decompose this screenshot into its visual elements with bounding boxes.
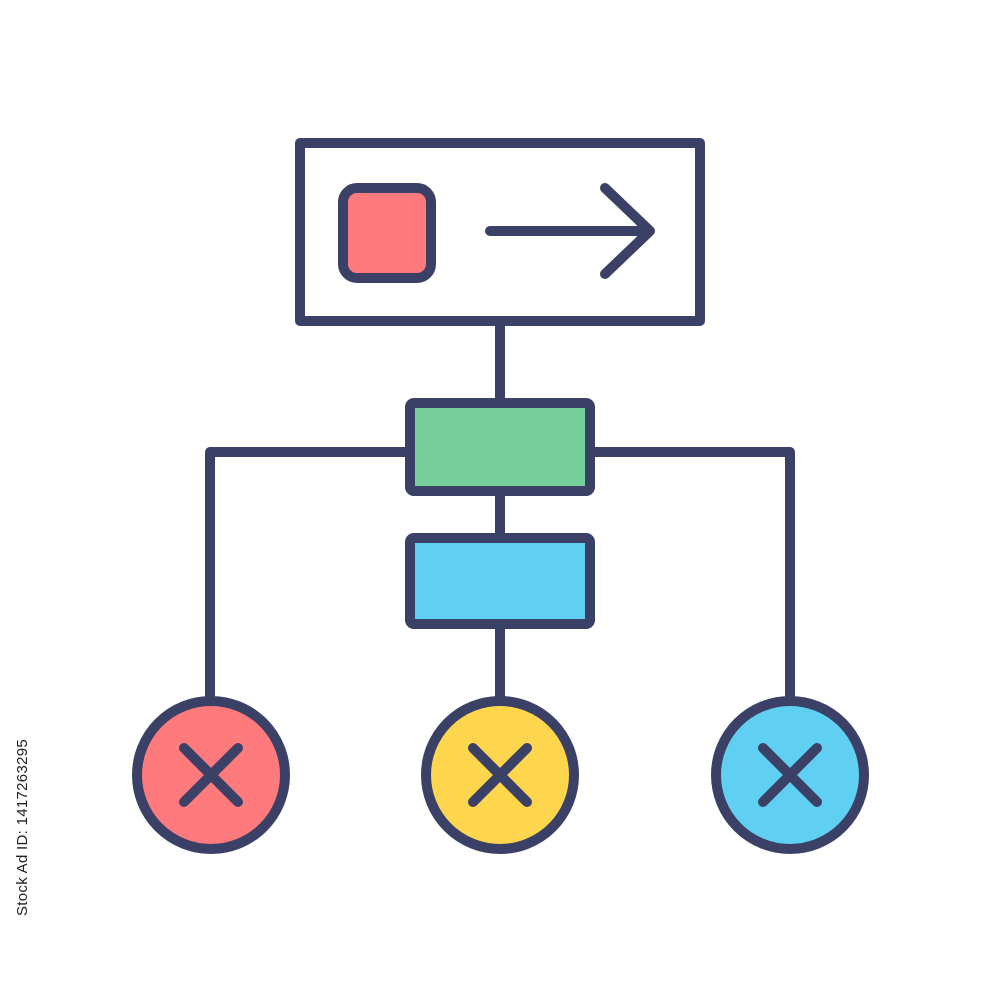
- green-process-node: [405, 398, 595, 496]
- stock-id-label: Stock Ad ID: 1417263295: [10, 738, 36, 915]
- end-nodes-group: [132, 696, 869, 854]
- x-mark-icon: [179, 743, 243, 807]
- blue-end-node: [711, 696, 869, 854]
- red-square-icon: [338, 183, 436, 283]
- blue-process-node: [405, 533, 595, 629]
- x-mark-icon: [468, 743, 532, 807]
- yellow-end-node: [421, 696, 579, 854]
- arrow-right-icon: [485, 183, 655, 279]
- connector-lines: [205, 317, 795, 707]
- stock-id-text: Stock Ad ID: 1417263295: [14, 738, 32, 916]
- red-end-node: [132, 696, 290, 854]
- x-mark-icon: [758, 743, 822, 807]
